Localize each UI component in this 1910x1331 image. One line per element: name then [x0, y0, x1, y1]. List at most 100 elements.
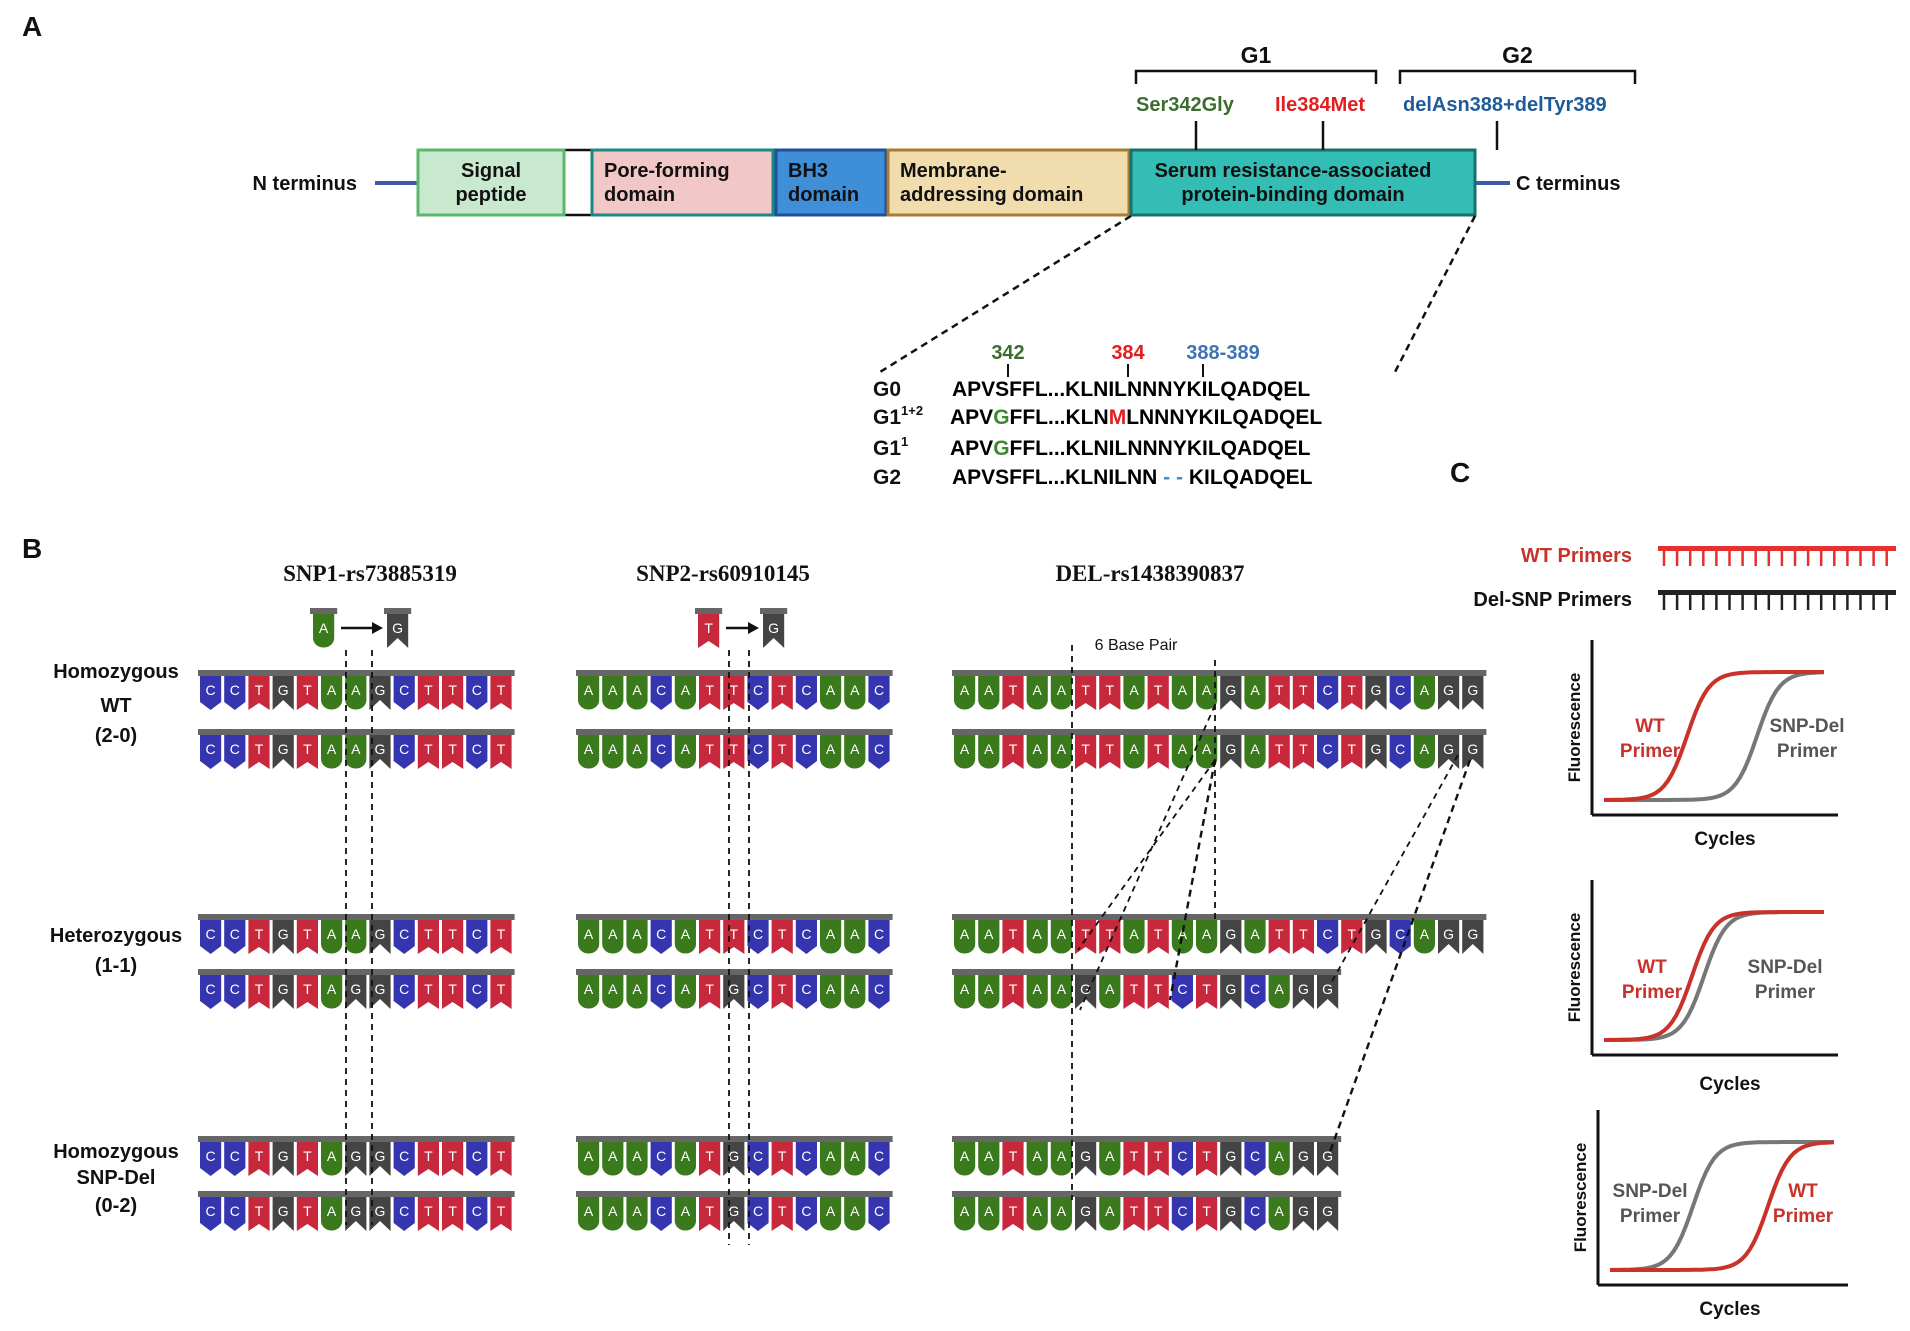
- base-letter: C: [656, 926, 666, 942]
- deletion-mapping-line: [1077, 759, 1216, 951]
- base-shape: [602, 1197, 624, 1231]
- base-letter: A: [1033, 682, 1043, 698]
- base-letter: T: [778, 1203, 787, 1219]
- base-letter: A: [1057, 926, 1067, 942]
- base-shape: [466, 975, 488, 1009]
- base-shape: [1220, 676, 1242, 710]
- base-shape: [272, 1197, 294, 1231]
- base-shape: [747, 1142, 769, 1176]
- base-letter: A: [584, 1148, 594, 1164]
- base-letter: T: [448, 1148, 457, 1164]
- plot-y-label: Fluorescence: [1565, 913, 1584, 1023]
- base-letter: A: [327, 1203, 337, 1219]
- base-letter: G: [1467, 741, 1478, 757]
- base-letter: A: [584, 981, 594, 997]
- base-shape: [1244, 920, 1266, 954]
- base-shape: [1050, 920, 1072, 954]
- alignment-row-name: G0: [873, 378, 901, 401]
- curve-label-line: WT: [1637, 957, 1667, 978]
- base-letter: A: [960, 981, 970, 997]
- base-shape: [345, 1197, 367, 1231]
- base-shape: [466, 920, 488, 954]
- base-letter: C: [230, 981, 240, 997]
- base-shape: [417, 676, 439, 710]
- base-shape: [224, 1142, 246, 1176]
- base-shape: [1341, 676, 1363, 710]
- base-shape: [442, 676, 464, 710]
- base-shape: [1026, 1197, 1048, 1231]
- base-shape: [1002, 975, 1024, 1009]
- base-letter: A: [1057, 741, 1067, 757]
- curve-label-line: SNP-Del: [1770, 716, 1845, 737]
- base-letter: C: [472, 926, 482, 942]
- base-letter: C: [399, 926, 409, 942]
- base-shape: [224, 676, 246, 710]
- base-letter: A: [1105, 1203, 1115, 1219]
- base-shape: [296, 975, 318, 1009]
- base-letter: A: [327, 682, 337, 698]
- base-letter: A: [1033, 1148, 1043, 1164]
- base-letter: T: [1009, 926, 1018, 942]
- base-shape: [466, 1197, 488, 1231]
- base-shape: [747, 735, 769, 769]
- base-letter: G: [350, 981, 361, 997]
- base-shape: [602, 1142, 624, 1176]
- panel-label-a: A: [22, 11, 42, 42]
- base-letter: A: [984, 981, 994, 997]
- base-letter: C: [874, 981, 884, 997]
- base-shape: [1002, 676, 1024, 710]
- primer-backbone: [1658, 546, 1896, 551]
- domain-4: Membrane-addressing domain: [886, 148, 1131, 217]
- base-letter: A: [632, 981, 642, 997]
- base-shape: [578, 920, 600, 954]
- base-letter: A: [850, 926, 860, 942]
- base-shape: [795, 975, 817, 1009]
- curve-label-line: Primer: [1777, 741, 1838, 762]
- base-shape: [1389, 920, 1411, 954]
- base-letter: T: [1154, 682, 1163, 698]
- base-shape: [602, 735, 624, 769]
- base-letter: C: [206, 981, 216, 997]
- primer-legend-1: WT Primers: [1521, 545, 1896, 567]
- base-letter: T: [1106, 926, 1115, 942]
- base-letter: C: [1250, 981, 1260, 997]
- base-letter: A: [984, 1203, 994, 1219]
- deletion-mapping-line: [1168, 759, 1217, 1001]
- base-shape: [650, 1197, 672, 1231]
- strand-backbone: [198, 670, 515, 676]
- base-letter: T: [1348, 926, 1357, 942]
- base-shape: [1147, 735, 1169, 769]
- base-shape: [795, 920, 817, 954]
- domain-box: [1129, 148, 1477, 217]
- base-shape: [248, 676, 270, 710]
- base-shape: [417, 735, 439, 769]
- domain-box: [416, 148, 566, 217]
- base-shape: [578, 735, 600, 769]
- base-shape: [954, 676, 976, 710]
- base-shape: [296, 735, 318, 769]
- strand-backbone: [310, 608, 338, 614]
- base-shape: [1196, 676, 1218, 710]
- domain-label: BH3: [788, 160, 828, 182]
- base-letter: A: [984, 682, 994, 698]
- base-letter: C: [230, 741, 240, 757]
- base-shape: [1220, 1197, 1242, 1231]
- base-letter: C: [230, 682, 240, 698]
- base-letter: A: [1105, 981, 1115, 997]
- base-shape: [650, 920, 672, 954]
- base-shape: [1196, 1142, 1218, 1176]
- alignment-sequence: APVSFFL...KLNILNNNYKILQADQEL: [952, 378, 1310, 401]
- base-shape: [224, 735, 246, 769]
- base-letter: T: [705, 926, 714, 942]
- base-letter: A: [1057, 682, 1067, 698]
- base-shape: [369, 1197, 391, 1231]
- domain-label: Membrane-: [900, 160, 1007, 182]
- base-shape: [1002, 1142, 1024, 1176]
- sequence-segment: M: [1109, 406, 1127, 429]
